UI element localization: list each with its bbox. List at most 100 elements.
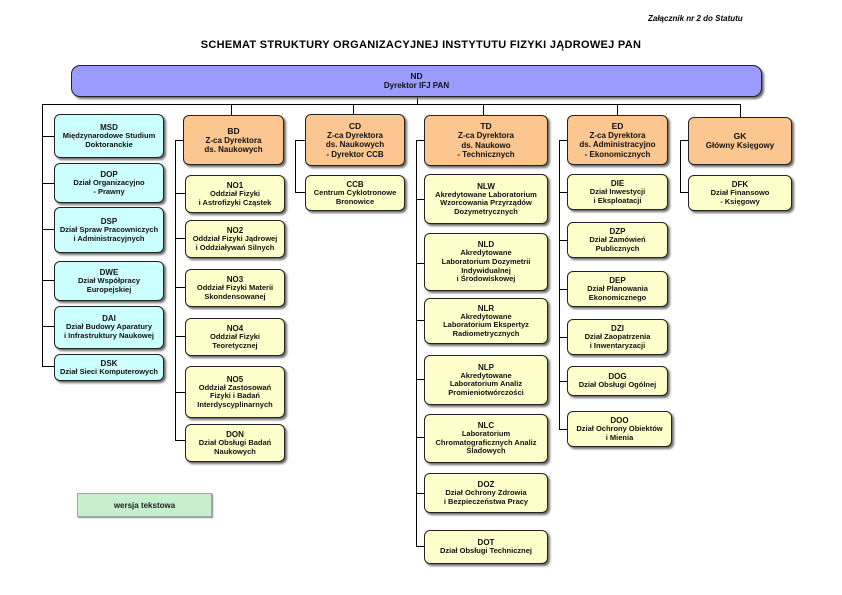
unit-box-dot[interactable]: DOT Dział Obsługi Technicznej [424,530,548,564]
unit-name: Dział Inwestycji i Eksploatacji [589,186,646,205]
root-name: Dyrektor IFJ PAN [383,81,450,91]
unit-box-no2[interactable]: NO2 Oddział Fizyki Jądrowej i Oddziaływa… [185,220,285,258]
unit-code: NLC [477,421,495,431]
unit-code: NO1 [226,180,244,190]
unit-box-don[interactable]: DON Dział Obsługi Badań Naukowych [185,424,285,462]
unit-box-doo[interactable]: DOO Dział Ochrony Obiektów i Mienia [567,411,672,447]
unit-box-no3[interactable]: NO3 Oddział Fizyki Materii Skondensowane… [185,269,285,307]
unit-code: MSD [100,122,118,132]
unit-box-dsp[interactable]: DSP Dział Spraw Pracowniczych i Administ… [54,207,164,253]
appendix-note: Załącznik nr 2 do Statutu [648,14,743,23]
unit-code: NO3 [226,274,244,284]
unit-box-no1[interactable]: NO1 Oddział Fizyki i Astrofizyki Cząstek [185,175,285,213]
unit-box-ccb[interactable]: CCB Centrum Cyklotronowe Bronowice [305,175,405,211]
unit-box-nlr[interactable]: NLR Akredytowane Laboratorium Ekspertyz … [424,298,548,344]
deputy-box-cd[interactable]: CD Z-ca Dyrektora ds. Naukowych - Dyrekt… [305,114,405,166]
deputy-code: BD [227,125,240,136]
unit-code: DWE [99,267,119,277]
unit-name: Dział Ochrony Obiektów i Mienia [576,423,663,442]
unit-box-doz[interactable]: DOZ Dział Ochrony Zdrowia i Bezpieczeńst… [424,473,548,513]
unit-code: NO2 [226,225,244,235]
unit-name: Dział Planowania Ekonomicznego [587,283,648,302]
unit-name: Dział Spraw Pracowniczych i Administracy… [59,224,159,243]
deputy-name: Z-ca Dyrektora ds. Administracyjno - Eko… [579,130,656,159]
unit-box-dop[interactable]: DOP Dział Organizacyjno - Prawny [54,163,164,203]
chart-title: SCHEMAT STRUKTURY ORGANIZACYJNEJ INSTYTU… [200,39,642,51]
unit-name: Akredytowane Laboratorium Dozymetrii Ind… [441,248,531,284]
unit-name: Dział Finansowo - Księgowy [710,187,770,206]
unit-box-dzp[interactable]: DZP Dział Zamówień Publicznych [567,222,668,258]
unit-name: Dział Obsługi Technicznej [440,546,532,556]
deputy-code: TD [480,121,492,132]
unit-code: NLW [477,181,495,191]
unit-box-dai[interactable]: DAI Dział Budowy Aparatury i Infrastrukt… [54,306,164,349]
unit-box-dfk[interactable]: DFK Dział Finansowo - Księgowy [688,175,792,211]
text-version-button[interactable]: wersja tekstowa [77,493,212,517]
unit-name: Oddział Fizyki Jądrowej i Oddziaływań Si… [192,233,278,252]
unit-name: Akredytowane Laboratorium Wzorcowania Pr… [435,189,537,216]
unit-box-nlp[interactable]: NLP Akredytowane Laboratorium Analiz Pro… [424,355,548,405]
unit-name: Dział Budowy Aparatury i Infrastruktury … [63,322,155,340]
unit-code: CCB [346,179,364,189]
deputy-code: ED [611,120,624,131]
unit-code: DZI [611,323,624,333]
root-code: ND [410,71,423,82]
unit-name: Oddział Fizyki Materii Skondensowanej [196,282,274,301]
root-director-box[interactable]: ND Dyrektor IFJ PAN [71,65,762,97]
deputy-code: GK [733,131,747,142]
unit-code: NLP [478,362,494,372]
unit-name: Dział Współpracy Europejskiej [77,275,141,294]
unit-code: DON [226,429,244,439]
unit-code: DAI [102,314,116,324]
unit-name: Centrum Cyklotronowe Bronowice [313,187,397,206]
deputy-name: Z-ca Dyrektora ds. Naukowych - Dyrektor … [325,130,385,159]
deputy-box-gk[interactable]: GK Główny Księgowy [688,117,792,165]
deputy-box-td[interactable]: TD Z-ca Dyrektora ds. Naukowo - Technicz… [424,115,548,166]
unit-box-no4[interactable]: NO4 Oddział Fizyki Teoretycznej [185,318,285,356]
deputy-name: Główny Księgowy [705,141,775,151]
unit-box-nlc[interactable]: NLC Laboratorium Chromatograficznych Ana… [424,414,548,463]
unit-box-nlw[interactable]: NLW Akredytowane Laboratorium Wzorcowani… [424,174,548,224]
unit-name: Oddział Fizyki i Astrofizyki Cząstek [198,188,272,207]
unit-name: Międzynarodowe Studium Doktoranckie [62,130,156,149]
unit-name: Laboratorium Chromatograficznych Analiz … [435,429,537,456]
unit-name: Dział Organizacyjno - Prawny [73,177,145,196]
unit-box-dsk[interactable]: DSK Dział Sieci Komputerowych [54,354,164,381]
unit-name: Oddział Fizyki Teoretycznej [209,331,260,350]
unit-code: DFK [731,179,749,189]
unit-code: DOO [610,415,629,425]
unit-name: Dział Ochrony Zdrowia i Bezpieczeństwa P… [443,487,529,506]
deputy-name: Z-ca Dyrektora ds. Naukowo - Technicznyc… [457,131,515,160]
unit-name: Dział Sieci Komputerowych [60,366,158,376]
unit-code: NO4 [226,323,244,333]
unit-box-msd[interactable]: MSD Międzynarodowe Studium Doktoranckie [54,114,164,158]
unit-name: Dział Obsługi Badań Naukowych [198,437,272,456]
unit-code: DSP [100,216,118,226]
unit-name: Oddział Zastosowań Fizyki i Badań Interd… [197,382,273,409]
unit-code: NLD [477,240,495,250]
unit-code: NLR [477,303,495,313]
unit-box-dog[interactable]: DOG Dział Obsługi Ogólnej [567,366,668,396]
deputy-code: CD [348,120,362,131]
unit-box-die[interactable]: DIE Dział Inwestycji i Eksploatacji [567,174,668,210]
deputy-box-ed[interactable]: ED Z-ca Dyrektora ds. Administracyjno - … [567,115,668,165]
unit-box-nld[interactable]: NLD Akredytowane Laboratorium Dozymetrii… [424,233,548,291]
unit-code: NO5 [226,374,244,384]
unit-name: Dział Zamówień Publicznych [589,234,646,253]
unit-code: DEP [609,275,626,285]
deputy-name: Z-ca Dyrektora ds. Naukowych [204,135,263,155]
unit-box-dzi[interactable]: DZI Dział Zaopatrzenia i Inwentaryzacji [567,319,668,355]
unit-code: DOZ [477,479,495,489]
unit-code: DIE [610,178,625,188]
unit-name: Dział Obsługi Ogólnej [578,380,657,390]
unit-box-dwe[interactable]: DWE Dział Współpracy Europejskiej [54,261,164,301]
unit-code: DZP [609,226,626,236]
unit-code: DOT [477,538,495,548]
unit-box-dep[interactable]: DEP Dział Planowania Ekonomicznego [567,271,668,307]
unit-code: DSK [100,358,118,368]
unit-name: Akredytowane Laboratorium Ekspertyz Radi… [443,311,529,338]
unit-name: Dział Zaopatrzenia i Inwentaryzacji [584,331,651,350]
unit-code: DOP [100,169,118,179]
unit-box-no5[interactable]: NO5 Oddział Zastosowań Fizyki i Badań In… [185,366,285,418]
deputy-box-bd[interactable]: BD Z-ca Dyrektora ds. Naukowych [183,115,284,165]
